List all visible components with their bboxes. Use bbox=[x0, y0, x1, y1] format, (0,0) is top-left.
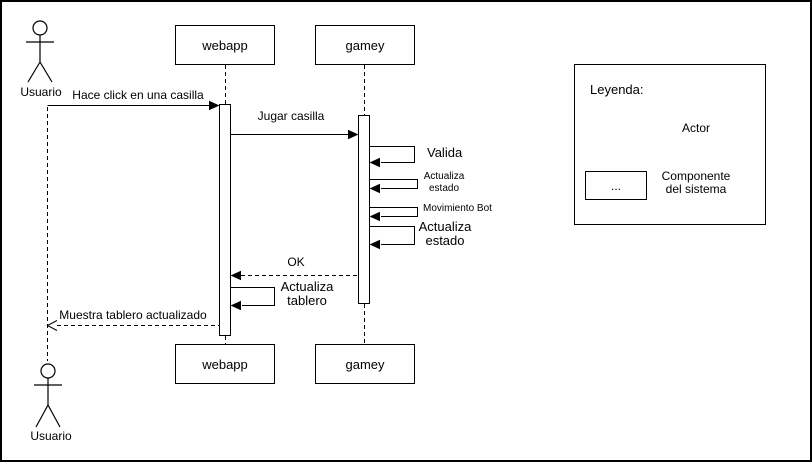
message-label-movimiento-bot: Movimiento Bot bbox=[423, 203, 492, 214]
legend-title: Leyenda: bbox=[590, 82, 644, 97]
message-label-valida: Valida bbox=[427, 145, 463, 160]
legend-actor-label: Actor bbox=[681, 121, 710, 135]
lifeline-head-gamey-label: gamey bbox=[345, 37, 385, 53]
message-label-jugar-casilla: Jugar casilla bbox=[257, 109, 325, 123]
legend-component-label: Componente del sistema bbox=[661, 169, 731, 196]
lifeline-foot-gamey-label: gamey bbox=[345, 356, 385, 372]
dashed-message-lines bbox=[57, 275, 358, 326]
open-arrowhead bbox=[46, 320, 58, 331]
activation-bar-gamey bbox=[358, 115, 370, 304]
lifeline-head-webapp: webapp bbox=[175, 25, 275, 65]
message-label-ok: OK bbox=[287, 255, 305, 269]
actor-label-bottom: Usuario bbox=[30, 429, 72, 443]
solid-message-lines bbox=[47, 105, 418, 306]
actor-icon-bottom bbox=[34, 363, 62, 428]
actor-label-top: Usuario bbox=[20, 85, 62, 99]
message-label-actualiza-tablero: Actualiza tablero bbox=[280, 279, 334, 308]
legend-component-icon: ... bbox=[585, 171, 647, 200]
actor-icon-top bbox=[26, 20, 54, 83]
lifeline-head-webapp-label: webapp bbox=[202, 37, 248, 53]
message-label-hace-click: Hace click en una casilla bbox=[72, 88, 204, 102]
lifeline-head-gamey: gamey bbox=[315, 25, 415, 65]
legend-component-symbol: ... bbox=[610, 178, 621, 193]
message-label-muestra-tablero: Muestra tablero actualizado bbox=[59, 308, 207, 322]
lifeline-foot-gamey: gamey bbox=[315, 344, 415, 384]
lifeline-foot-webapp: webapp bbox=[175, 344, 275, 384]
filled-arrowheads bbox=[209, 100, 380, 311]
activation-bar-webapp bbox=[219, 104, 231, 336]
message-label-actualiza-estado-1: Actualiza estado bbox=[423, 171, 465, 194]
message-label-actualiza-estado-2: Actualiza estado bbox=[418, 219, 472, 248]
lifeline-foot-webapp-label: webapp bbox=[202, 356, 248, 372]
